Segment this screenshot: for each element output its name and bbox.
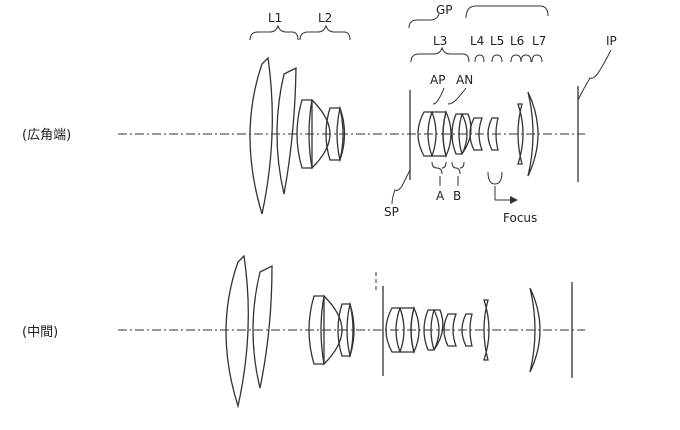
lens-l3-element-5-mid: [432, 309, 444, 351]
lens-l4-mid: [443, 313, 457, 347]
lens-l4: [469, 117, 483, 151]
lens-l2-element-4-mid: [346, 301, 355, 359]
label-ap: AP: [430, 73, 445, 87]
lens-l1-element-2-mid: [252, 264, 273, 389]
bracket-l7: [531, 54, 543, 63]
bracket-l4: [474, 54, 485, 63]
label-l1: L1: [268, 11, 282, 25]
bracket-gp-left: [408, 13, 440, 29]
row-label-middle: (中間): [22, 325, 58, 340]
label-gp: GP: [436, 3, 453, 17]
lens-l2-element-2-mid: [320, 294, 343, 366]
label-a: A: [436, 189, 445, 203]
label-focus: Focus: [503, 211, 537, 225]
label-l6: L6: [510, 34, 524, 48]
lens-l6: [517, 103, 524, 165]
bracket-b: [451, 161, 465, 175]
lens-l7: [527, 91, 539, 177]
bracket-l2: [299, 24, 351, 41]
label-b: B: [453, 189, 461, 203]
lens-l2-element-4: [336, 105, 346, 163]
label-l7: L7: [532, 34, 546, 48]
lens-l7-mid: [529, 287, 541, 373]
bracket-l6: [510, 54, 532, 63]
leader-sp: [391, 169, 411, 205]
label-l3: L3: [433, 34, 447, 48]
bracket-gp-right: [465, 5, 549, 19]
lens-l3-element-3-mid: [410, 306, 420, 354]
lens-l5-mid: [461, 313, 473, 347]
lens-l1-element-1: [249, 56, 273, 215]
lens-l2-element-1: [296, 99, 313, 169]
lens-l5: [487, 117, 499, 151]
leader-ip: [577, 49, 612, 101]
row-label-wide: (広角端): [22, 128, 71, 143]
bracket-l5: [491, 54, 503, 63]
label-sp: SP: [384, 205, 399, 219]
label-l5: L5: [490, 34, 504, 48]
lens-l2-element-1-mid: [308, 295, 325, 365]
bracket-focus: [487, 171, 503, 185]
lens-l2-element-2: [308, 98, 331, 170]
lens-l1-element-1-mid: [225, 254, 249, 409]
bracket-l3: [410, 46, 470, 63]
lens-l3-element-5: [460, 113, 472, 155]
leader-an: [447, 87, 467, 105]
label-l2: L2: [318, 11, 332, 25]
lens-l6-mid: [483, 299, 490, 361]
label-ip: IP: [606, 34, 617, 48]
lens-l1-element-2: [276, 66, 297, 195]
leader-ap: [432, 87, 445, 105]
label-an: AN: [456, 73, 473, 87]
bracket-a: [431, 161, 447, 175]
lens-l3-element-3: [442, 110, 452, 158]
focus-arrow-head: [510, 196, 518, 204]
label-l4: L4: [470, 34, 484, 48]
bracket-l1: [249, 24, 299, 41]
